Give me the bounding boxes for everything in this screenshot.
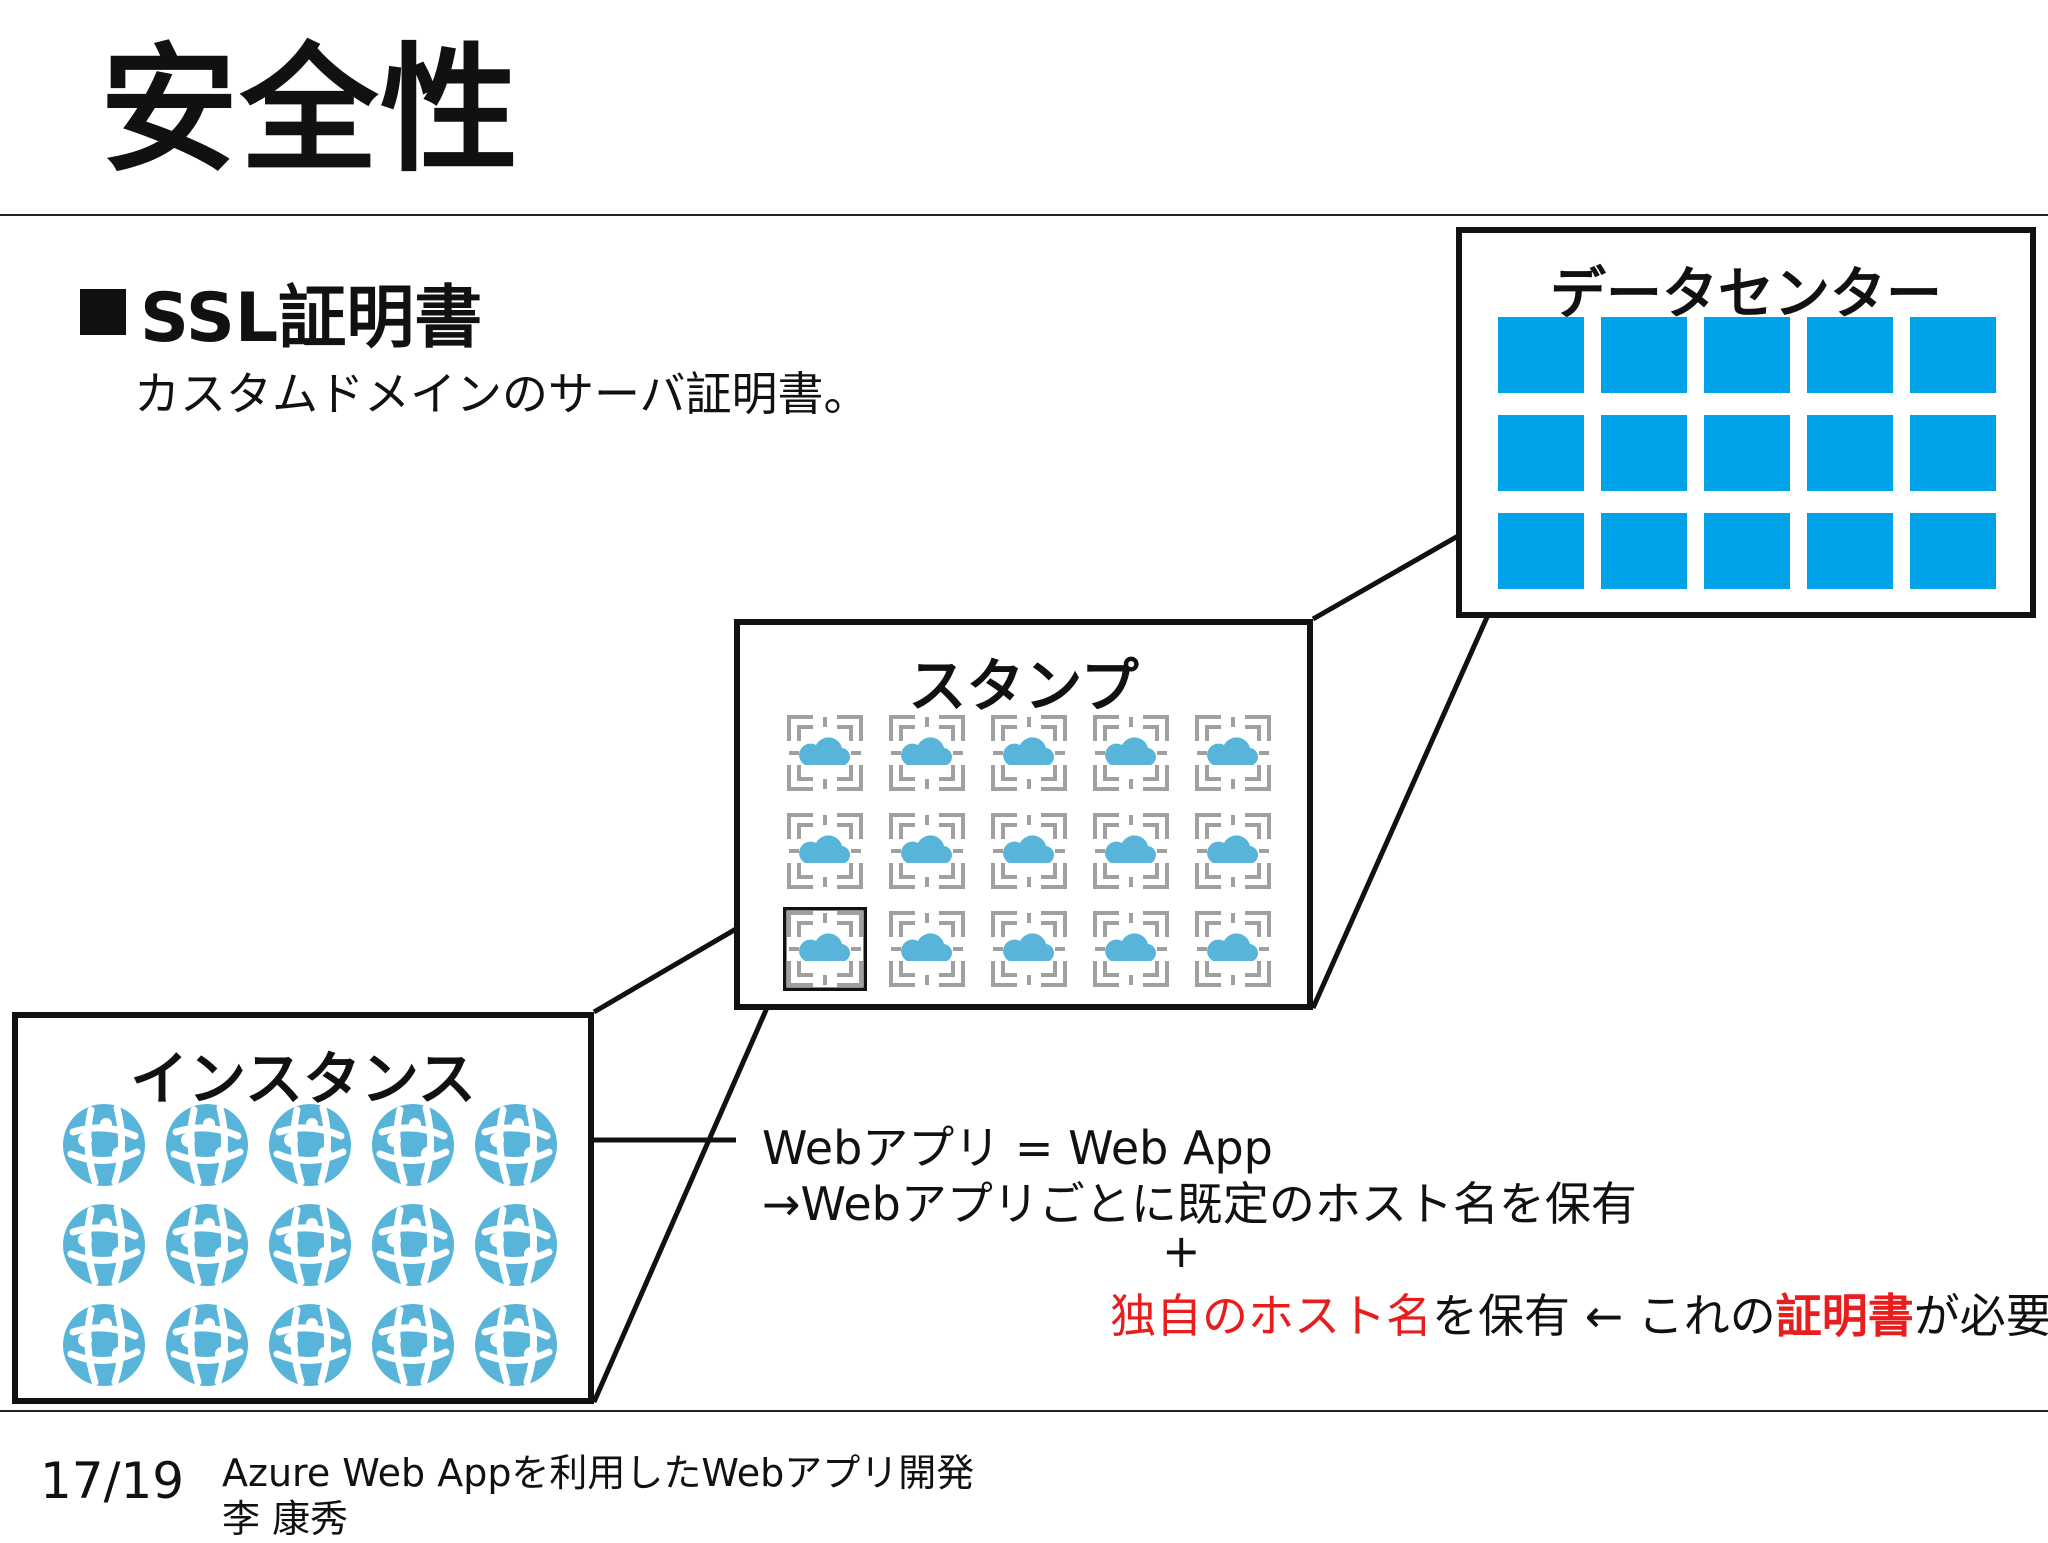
web-app-icon [164,1202,250,1288]
instance-label: インスタンス [130,1045,476,1113]
page-number: 17/19 [40,1452,185,1510]
instance-box: インスタンス [12,1012,594,1404]
datacenter-block [1807,317,1893,393]
custom-hostname-text: 独自のホスト名 [1110,1289,1432,1343]
square-bullet-icon [80,288,126,335]
web-app-icon [267,1102,353,1188]
explanation-line1: Webアプリ = Web App [762,1121,1273,1175]
web-app-icon [164,1102,250,1188]
course-title: Azure Web Appを利用したWebアプリ開発 [222,1451,975,1495]
section-description: カスタムドメインのサーバ証明書。 [134,367,870,421]
instance-grid [61,1102,559,1388]
web-app-icon [164,1302,250,1388]
stamp-grid [783,711,1275,991]
slide-title: 安全性 [100,30,521,191]
datacenter-block [1704,513,1790,589]
datacenter-grid [1498,317,1996,589]
explanation-line4-mid: を保有 ← これの [1432,1289,1776,1343]
cloud-service-icon [885,907,969,991]
datacenter-block [1807,415,1893,491]
datacenter-block [1704,317,1790,393]
datacenter-block [1910,415,1996,491]
web-app-icon [61,1102,147,1188]
section-heading: SSL証明書 [80,262,482,361]
cloud-service-icon [1089,907,1173,991]
datacenter-block [1910,513,1996,589]
web-app-icon [473,1102,559,1188]
web-app-icon [61,1302,147,1388]
datacenter-block [1498,513,1584,589]
cloud-service-icon [987,907,1071,991]
explanation-line4-end: が必要 [1913,1289,2048,1343]
cloud-service-icon [1191,711,1275,795]
stamp-box: スタンプ [734,619,1313,1010]
datacenter-block [1498,415,1584,491]
web-app-icon [473,1302,559,1388]
section-heading-text: SSL証明書 [140,279,483,358]
cloud-service-icon [987,711,1071,795]
datacenter-block [1601,415,1687,491]
footer-divider [0,1410,2048,1412]
cloud-service-icon [1089,809,1173,893]
datacenter-box: データセンター [1456,227,2036,618]
cloud-service-icon [987,809,1071,893]
web-app-icon [473,1202,559,1288]
explanation-line4: 独自のホスト名を保有 ← これの証明書が必要 [1110,1280,2048,1346]
web-app-icon [370,1102,456,1188]
selected-cloud-service-icon [783,907,867,991]
cloud-service-icon [1089,711,1173,795]
web-app-icon [370,1202,456,1288]
web-app-icon [267,1202,353,1288]
cloud-service-icon [1191,907,1275,991]
cloud-service-icon [1191,809,1275,893]
web-app-icon [370,1302,456,1388]
datacenter-block [1601,513,1687,589]
header-divider [0,214,2048,216]
cloud-service-icon [783,809,867,893]
datacenter-block [1601,317,1687,393]
cloud-service-icon [885,711,969,795]
explanation-line2: →Webアプリごとに既定のホスト名を保有 [762,1177,1637,1231]
datacenter-block [1910,317,1996,393]
datacenter-block [1498,317,1584,393]
datacenter-block [1704,415,1790,491]
author-name: 李 康秀 [222,1497,349,1541]
web-app-icon [267,1302,353,1388]
certificate-emphasis-text: 証明書 [1775,1289,1914,1343]
datacenter-block [1807,513,1893,589]
explanation-plus: + [1162,1224,1201,1278]
cloud-service-icon [885,809,969,893]
cloud-service-icon [783,711,867,795]
datacenter-label: データセンター [1550,262,1942,327]
stamp-label: スタンプ [908,652,1139,720]
web-app-icon [61,1202,147,1288]
